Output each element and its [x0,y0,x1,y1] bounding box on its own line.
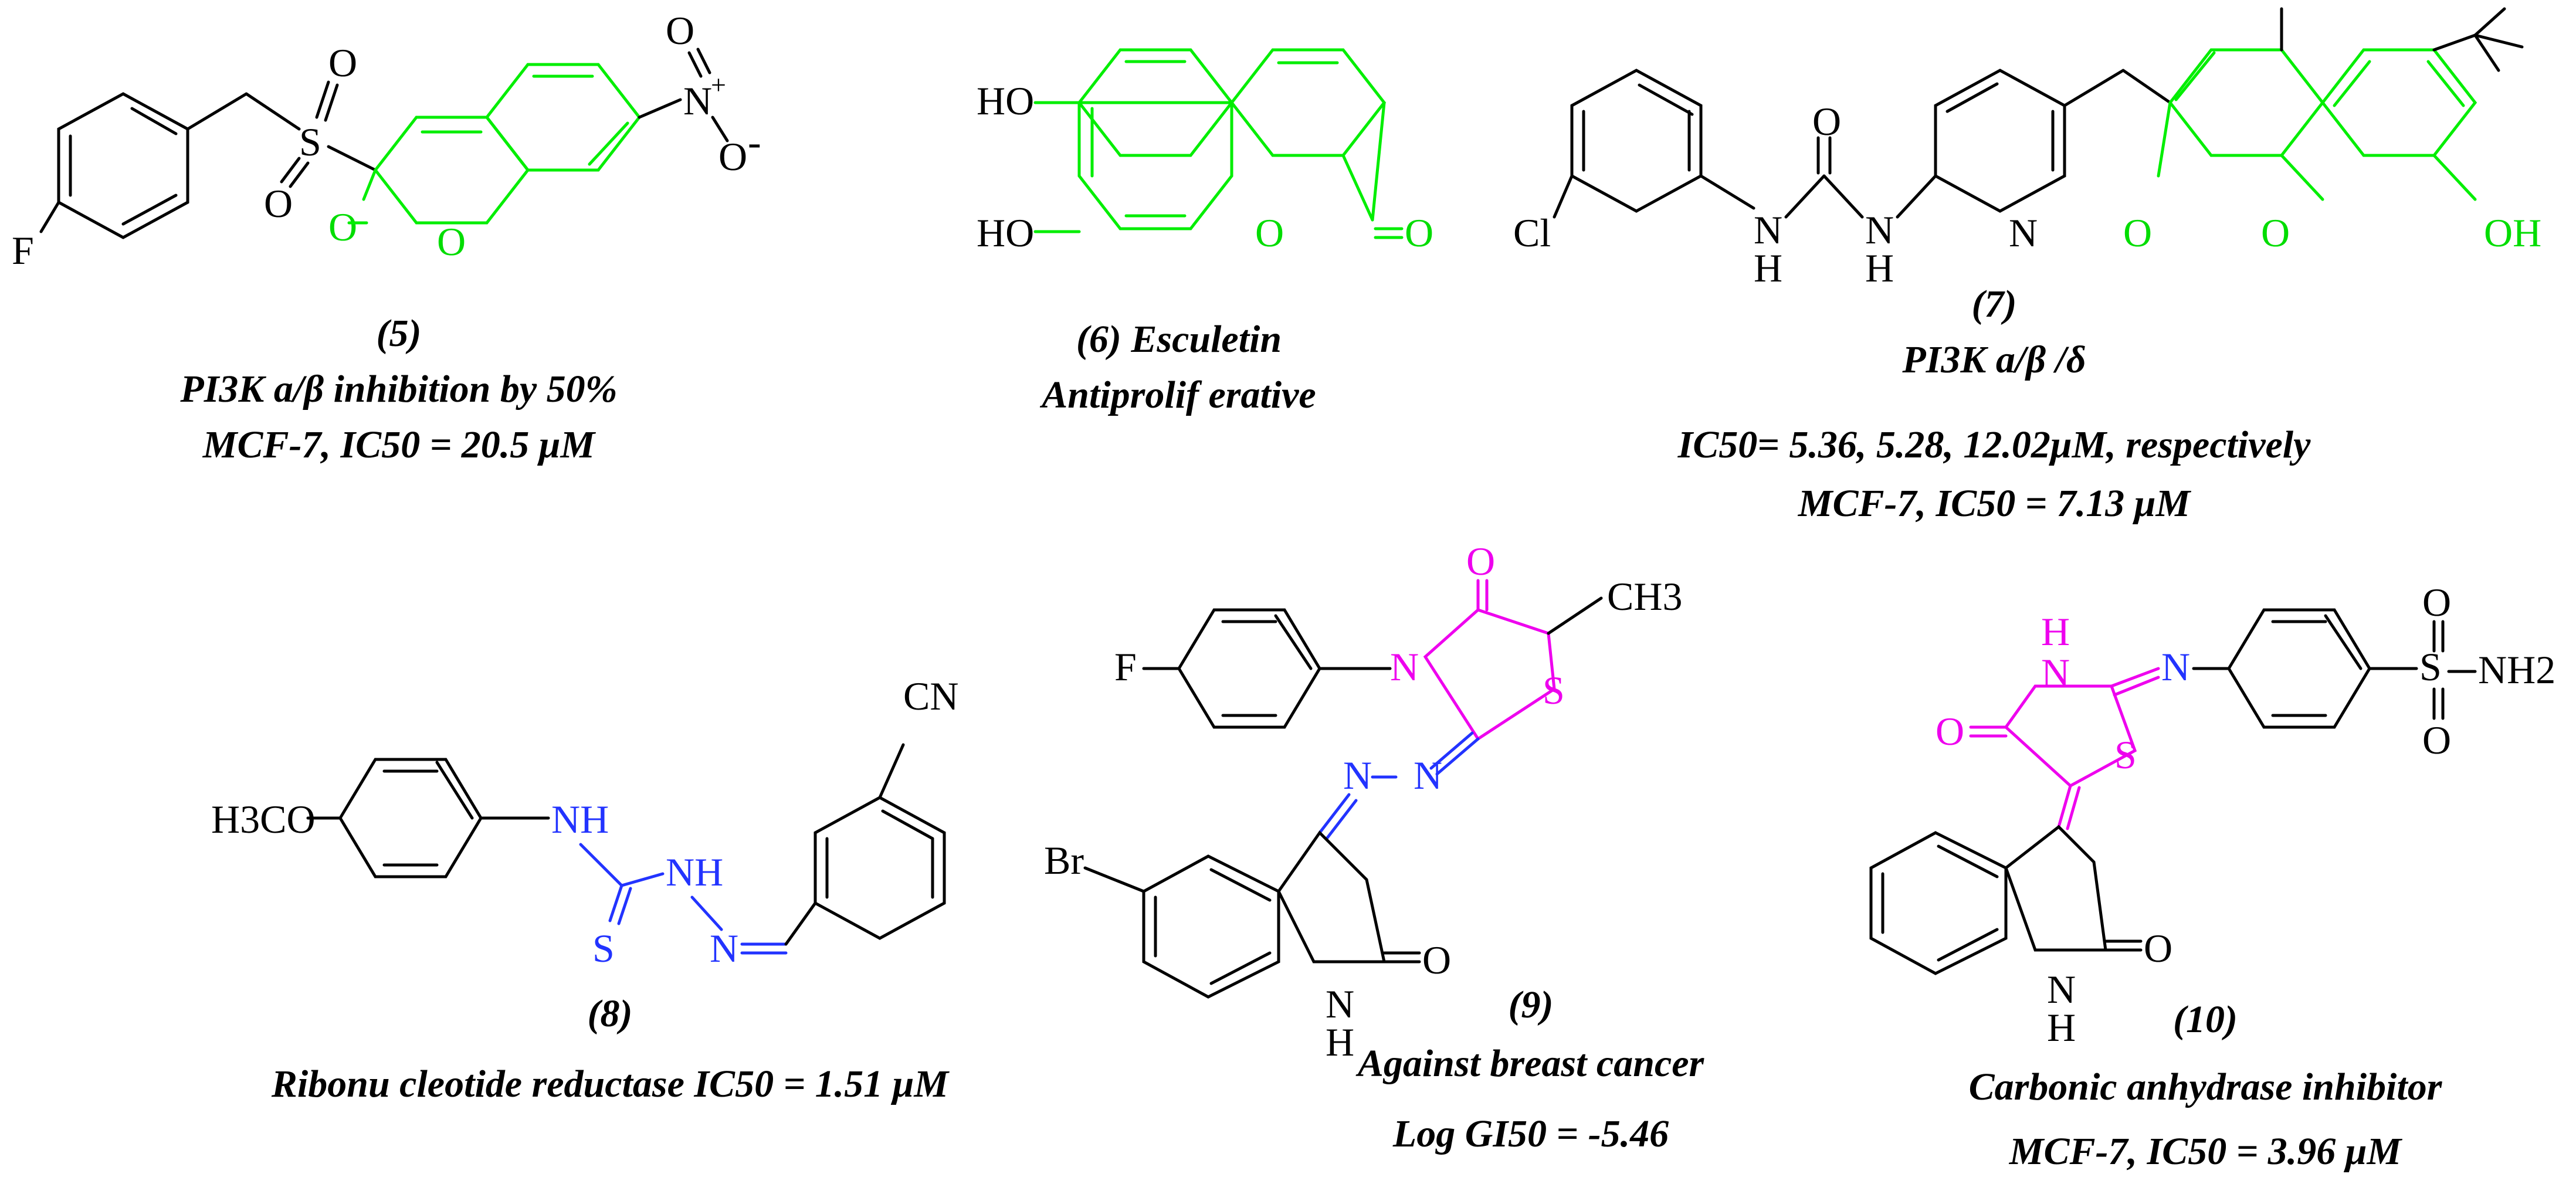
sulfonyl-oxygen-2: O [264,181,293,226]
ring-oxygen: O [437,219,466,264]
carbonyl-oxygen: O [328,205,357,249]
sulfonyl-sulfur: S [299,120,321,164]
caption-compound-9: (9) Against breast cancer Log GI50 = -5.… [1355,983,1705,1155]
hydroxy-2: HO [977,211,1034,255]
compound-5-line-1: PI3K a/β inhibition by 50% [179,368,617,411]
compound-10-line-1: Carbonic anhydrase inhibitor [1969,1066,2443,1108]
pyridine-nitrogen: N [2009,211,2038,255]
compound-9-line-2: Log GI50 = -5.46 [1392,1112,1669,1155]
imine-nitrogen: N [710,926,738,971]
sulfonamide-oxygen-1: O [2422,580,2451,625]
thiazolidinone-oxygen: O [1936,709,1964,754]
methyl-group: CH3 [1607,574,1682,619]
thiazolidinone-h: H [2041,609,2070,654]
sulfonamide-sulfur: S [2419,644,2442,689]
thiazolidinone-oxygen: O [1466,539,1495,583]
urea-nitrogen-1: N [1754,208,1782,252]
isatin-hydrogen: H [2047,1005,2076,1050]
chloro-atom: Cl [1513,211,1551,255]
compound-10-line-2: MCF-7, IC50 = 3.96 μM [2009,1130,2403,1173]
fluoro-atom: F [1114,644,1137,689]
carbonyl-oxygen: O [1405,211,1433,255]
thiazolidinone-sulfur: S [1543,668,1565,713]
caption-compound-6: (6) Esculetin Antiprolif erative [1039,318,1316,416]
thiazolidinone-n: N [2041,650,2070,695]
compound-10-structure: H N O S N S O O NH2 O N H [1869,580,2555,1050]
thiourea-sulfur: S [592,926,615,971]
compound-8-structure: H3CO NH S NH N CN [211,674,958,971]
caption-compound-8: (8) Ribonu cleotide reductase IC50 = 1.5… [271,992,950,1105]
urea-hydrogen-2: H [1865,246,1894,290]
compound-5-line-2: MCF-7, IC50 = 20.5 μM [202,423,596,466]
urea-nitrogen-2: N [1865,208,1894,252]
urea-oxygen: O [1812,99,1841,144]
bromo-atom: Br [1044,838,1084,883]
cyano-group: CN [903,674,958,718]
thiourea-nh-1: NH [551,797,609,842]
compound-6-line-1: Antiprolif erative [1039,374,1316,416]
isatin-nitrogen: N [1326,982,1354,1026]
sulfonamide-amine: NH2 [2478,647,2555,692]
isatin-nitrogen: N [2047,967,2076,1012]
caption-compound-7: (7) PI3K a/β /δ IC50= 5.36, 5.28, 12.02μ… [1677,283,2311,525]
compound-6-label: (6) Esculetin [1076,318,1282,361]
imino-nitrogen: N [2161,644,2190,689]
sulfonamide-oxygen-2: O [2422,718,2451,762]
nitro-plus: + [711,70,726,100]
azine-nitrogen-1: N [1343,753,1372,798]
carbonyl-oxygen: O [2123,211,2152,255]
fluoro-atom: F [12,228,34,273]
compound-8-label: (8) [588,992,633,1035]
hydrazide-nh: NH [666,850,723,894]
urea-hydrogen-1: H [1754,246,1782,290]
isatin-hydrogen: H [1326,1020,1354,1064]
thiazolidinone-nitrogen: N [1390,644,1419,689]
isatin-oxygen: O [2144,926,2172,971]
sulfonyl-oxygen-1: O [328,40,357,85]
thiazolidinone-sulfur: S [2114,732,2137,777]
compound-6-structure: HO HO O O [977,48,1433,255]
nitro-oxygen-2: O [718,134,747,179]
azine-nitrogen-2: N [1414,753,1442,798]
compound-7-line-3: MCF-7, IC50 = 7.13 μM [1798,482,2192,525]
compound-5-label: (5) [377,312,422,355]
compound-7-line-1: PI3K a/β /δ [1902,338,2086,381]
caption-compound-5: (5) PI3K a/β inhibition by 50% MCF-7, IC… [179,312,617,466]
compound-9-line-1: Against breast cancer [1355,1042,1705,1085]
hydroxy-group: OH [2484,211,2541,255]
compound-9-label: (9) [1509,983,1554,1026]
compound-7-line-2: IC50= 5.36, 5.28, 12.02μM, respectively [1677,423,2311,466]
ring-oxygen: O [2261,211,2290,255]
methoxy-group: H3CO [211,797,316,842]
compound-9-structure: F N O CH3 S N N Br O N H [1044,539,1682,1064]
ring-oxygen: O [1255,211,1284,255]
compound-5-structure: F S O O O O N + O O - [12,8,761,273]
compound-8-line-1: Ribonu cleotide reductase IC50 = 1.51 μM [271,1063,950,1105]
hydroxy-1: HO [977,79,1034,123]
nitro-minus: - [748,120,761,164]
compound-10-label: (10) [2173,998,2238,1041]
isatin-oxygen: O [1422,938,1451,982]
nitro-oxygen-1: O [666,8,694,53]
compound-7-label: (7) [1972,283,2017,325]
caption-compound-10: (10) Carbonic anhydrase inhibitor MCF-7,… [1969,998,2443,1173]
nitro-nitrogen: N [683,79,712,123]
compound-7-structure: Cl N H O N H N O O OH [1513,7,2541,290]
